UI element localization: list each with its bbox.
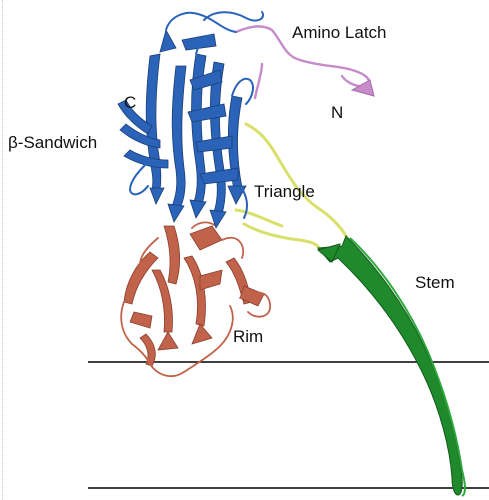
beta-sandwich-region xyxy=(118,30,246,228)
label-n-terminus: N xyxy=(331,104,343,121)
label-stem: Stem xyxy=(415,274,455,291)
label-beta-sandwich: β-Sandwich xyxy=(8,134,97,151)
label-rim: Rim xyxy=(233,328,263,345)
label-amino-latch: Amino Latch xyxy=(292,24,387,41)
label-c-terminus: C xyxy=(124,94,136,111)
label-triangle: Triangle xyxy=(254,183,315,200)
